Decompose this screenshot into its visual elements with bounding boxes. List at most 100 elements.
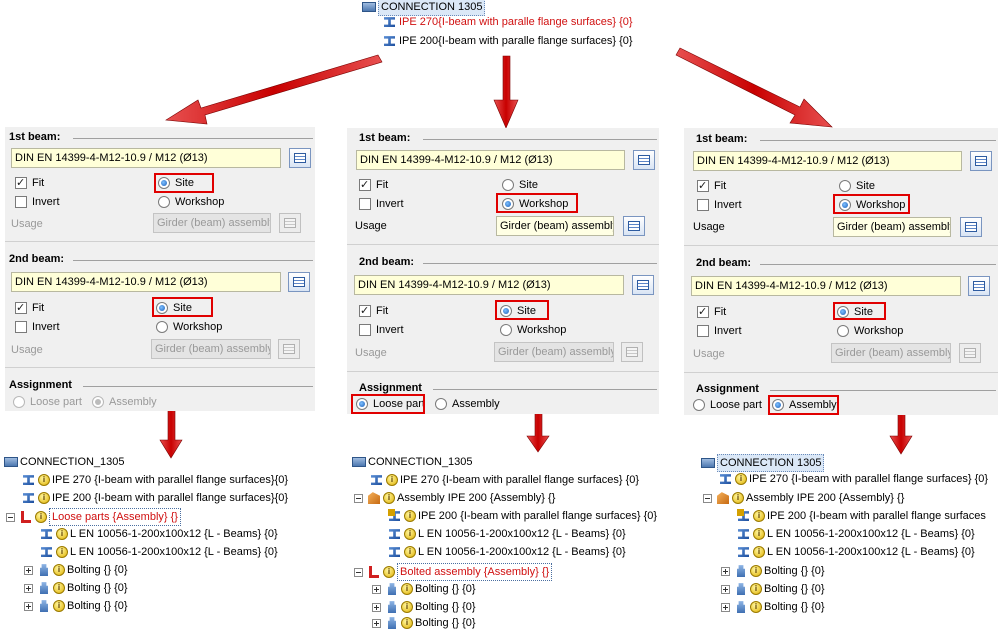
tree3-root[interactable]: CONNECTION 1305 <box>701 454 825 472</box>
assign-assembly-radio[interactable]: Assembly <box>435 396 500 412</box>
collapse-toggle-icon[interactable] <box>6 512 15 522</box>
beam1-fit-checkbox[interactable]: Fit <box>15 175 44 191</box>
tree1-root[interactable]: CONNECTION_1305 <box>4 454 125 470</box>
beam1-site-radio[interactable]: Site <box>158 175 194 191</box>
beam1-fit-checkbox[interactable]: Fit <box>359 177 388 193</box>
beam2-invert-checkbox[interactable]: Invert <box>697 323 742 339</box>
collapse-toggle-icon[interactable] <box>703 493 712 503</box>
beam1-workshop-radio[interactable]: Workshop <box>839 197 905 213</box>
beam1-catalog-button[interactable] <box>633 150 655 170</box>
beam1-bolt-field[interactable]: DIN EN 14399-4-M12-10.9 / M12 (Ø13) <box>11 148 281 168</box>
beam1-usage-field[interactable]: Girder (beam) assembly <box>153 213 271 233</box>
beam2-workshop-radio[interactable]: Workshop <box>156 319 222 335</box>
beam1-workshop-radio[interactable]: Workshop <box>502 196 568 212</box>
assign-loose-radio[interactable]: Loose part <box>356 396 425 412</box>
expand-toggle-icon[interactable] <box>24 583 33 593</box>
beam1-usage-button[interactable] <box>960 217 982 237</box>
beam2-catalog-button[interactable] <box>288 272 310 292</box>
assign-loose-radio[interactable]: Loose part <box>693 397 762 413</box>
beam1-invert-checkbox[interactable]: Invert <box>15 194 60 210</box>
beam1-bolt-field[interactable]: DIN EN 14399-4-M12-10.9 / M12 (Ø13) <box>693 151 962 171</box>
top-tree-root[interactable]: CONNECTION 1305 <box>362 0 486 16</box>
assign-loose-radio[interactable]: Loose part <box>13 394 82 410</box>
expand-toggle-icon[interactable] <box>372 584 381 594</box>
beam2-usage-button[interactable] <box>959 343 981 363</box>
beam1-bolt-field[interactable]: DIN EN 14399-4-M12-10.9 / M12 (Ø13) <box>356 150 625 170</box>
beam1-catalog-button[interactable] <box>289 148 311 168</box>
beam-icon <box>388 545 402 559</box>
beam2-site-radio[interactable]: Site <box>156 300 192 316</box>
beam2-site-radio[interactable]: Site <box>837 304 873 320</box>
beam1-workshop-radio[interactable]: Workshop <box>158 194 224 210</box>
beam1-usage-field[interactable]: Girder (beam) assembly <box>833 217 951 237</box>
beam2-usage-field[interactable]: Girder (beam) assembly <box>494 342 614 362</box>
beam2-bolt-field[interactable]: DIN EN 14399-4-M12-10.9 / M12 (Ø13) <box>11 272 281 292</box>
beam2-workshop-radio[interactable]: Workshop <box>837 323 903 339</box>
beam2-fit-checkbox[interactable]: Fit <box>697 304 726 320</box>
beam2-invert-checkbox[interactable]: Invert <box>359 322 404 338</box>
beam2-invert-checkbox[interactable]: Invert <box>15 319 60 335</box>
top-tree-beam1[interactable]: IPE 270{I-beam with paralle flange surfa… <box>383 14 633 30</box>
beam-icon <box>737 527 751 541</box>
top-tree-beam2[interactable]: IPE 200{I-beam with paralle flange surfa… <box>383 33 633 49</box>
beam2-site-radio[interactable]: Site <box>500 303 536 319</box>
expand-toggle-icon[interactable] <box>721 566 730 576</box>
beam1-site-radio[interactable]: Site <box>502 177 538 193</box>
beam1-site-radio[interactable]: Site <box>839 178 875 194</box>
beam2-usage-button[interactable] <box>621 342 643 362</box>
beam2-fit-checkbox[interactable]: Fit <box>359 303 388 319</box>
beam2-bolt-field[interactable]: DIN EN 14399-4-M12-10.9 / M12 (Ø13) <box>354 275 624 295</box>
beam1-invert-checkbox[interactable]: Invert <box>359 196 404 212</box>
beam2-usage-field[interactable]: Girder (beam) assembly <box>151 339 271 359</box>
beam2-fit-checkbox[interactable]: Fit <box>15 300 44 316</box>
collapse-toggle-icon[interactable] <box>354 567 363 577</box>
assign-assembly-radio[interactable]: Assembly <box>92 394 157 410</box>
beam1-usage-field[interactable]: Girder (beam) assembly <box>496 216 614 236</box>
expand-toggle-icon[interactable] <box>372 602 381 612</box>
expand-toggle-icon[interactable] <box>24 601 33 611</box>
beam2-workshop-radio[interactable]: Workshop <box>500 322 566 338</box>
beam2-usage-button[interactable] <box>278 339 300 359</box>
beam1-invert-checkbox[interactable]: Invert <box>697 197 742 213</box>
beam1-fit-checkbox[interactable]: Fit <box>697 178 726 194</box>
beam2-bolt-field[interactable]: DIN EN 14399-4-M12-10.9 / M12 (Ø13) <box>691 276 961 296</box>
expand-toggle-icon[interactable] <box>721 584 730 594</box>
beam2-usage-field[interactable]: Girder (beam) assembly <box>831 343 951 363</box>
beam2-catalog-button[interactable] <box>632 275 654 295</box>
expand-toggle-icon[interactable] <box>24 565 33 575</box>
expand-toggle-icon[interactable] <box>721 602 730 612</box>
beam2-catalog-button[interactable] <box>968 276 990 296</box>
collapse-toggle-icon[interactable] <box>354 493 363 503</box>
assign-assembly-radio[interactable]: Assembly <box>772 397 837 413</box>
beam1-usage-button[interactable] <box>279 213 301 233</box>
expand-toggle-icon[interactable] <box>372 618 381 628</box>
tree2-root[interactable]: CONNECTION_1305 <box>352 454 473 470</box>
beam1-catalog-button[interactable] <box>970 151 992 171</box>
beam1-usage-button[interactable] <box>623 216 645 236</box>
